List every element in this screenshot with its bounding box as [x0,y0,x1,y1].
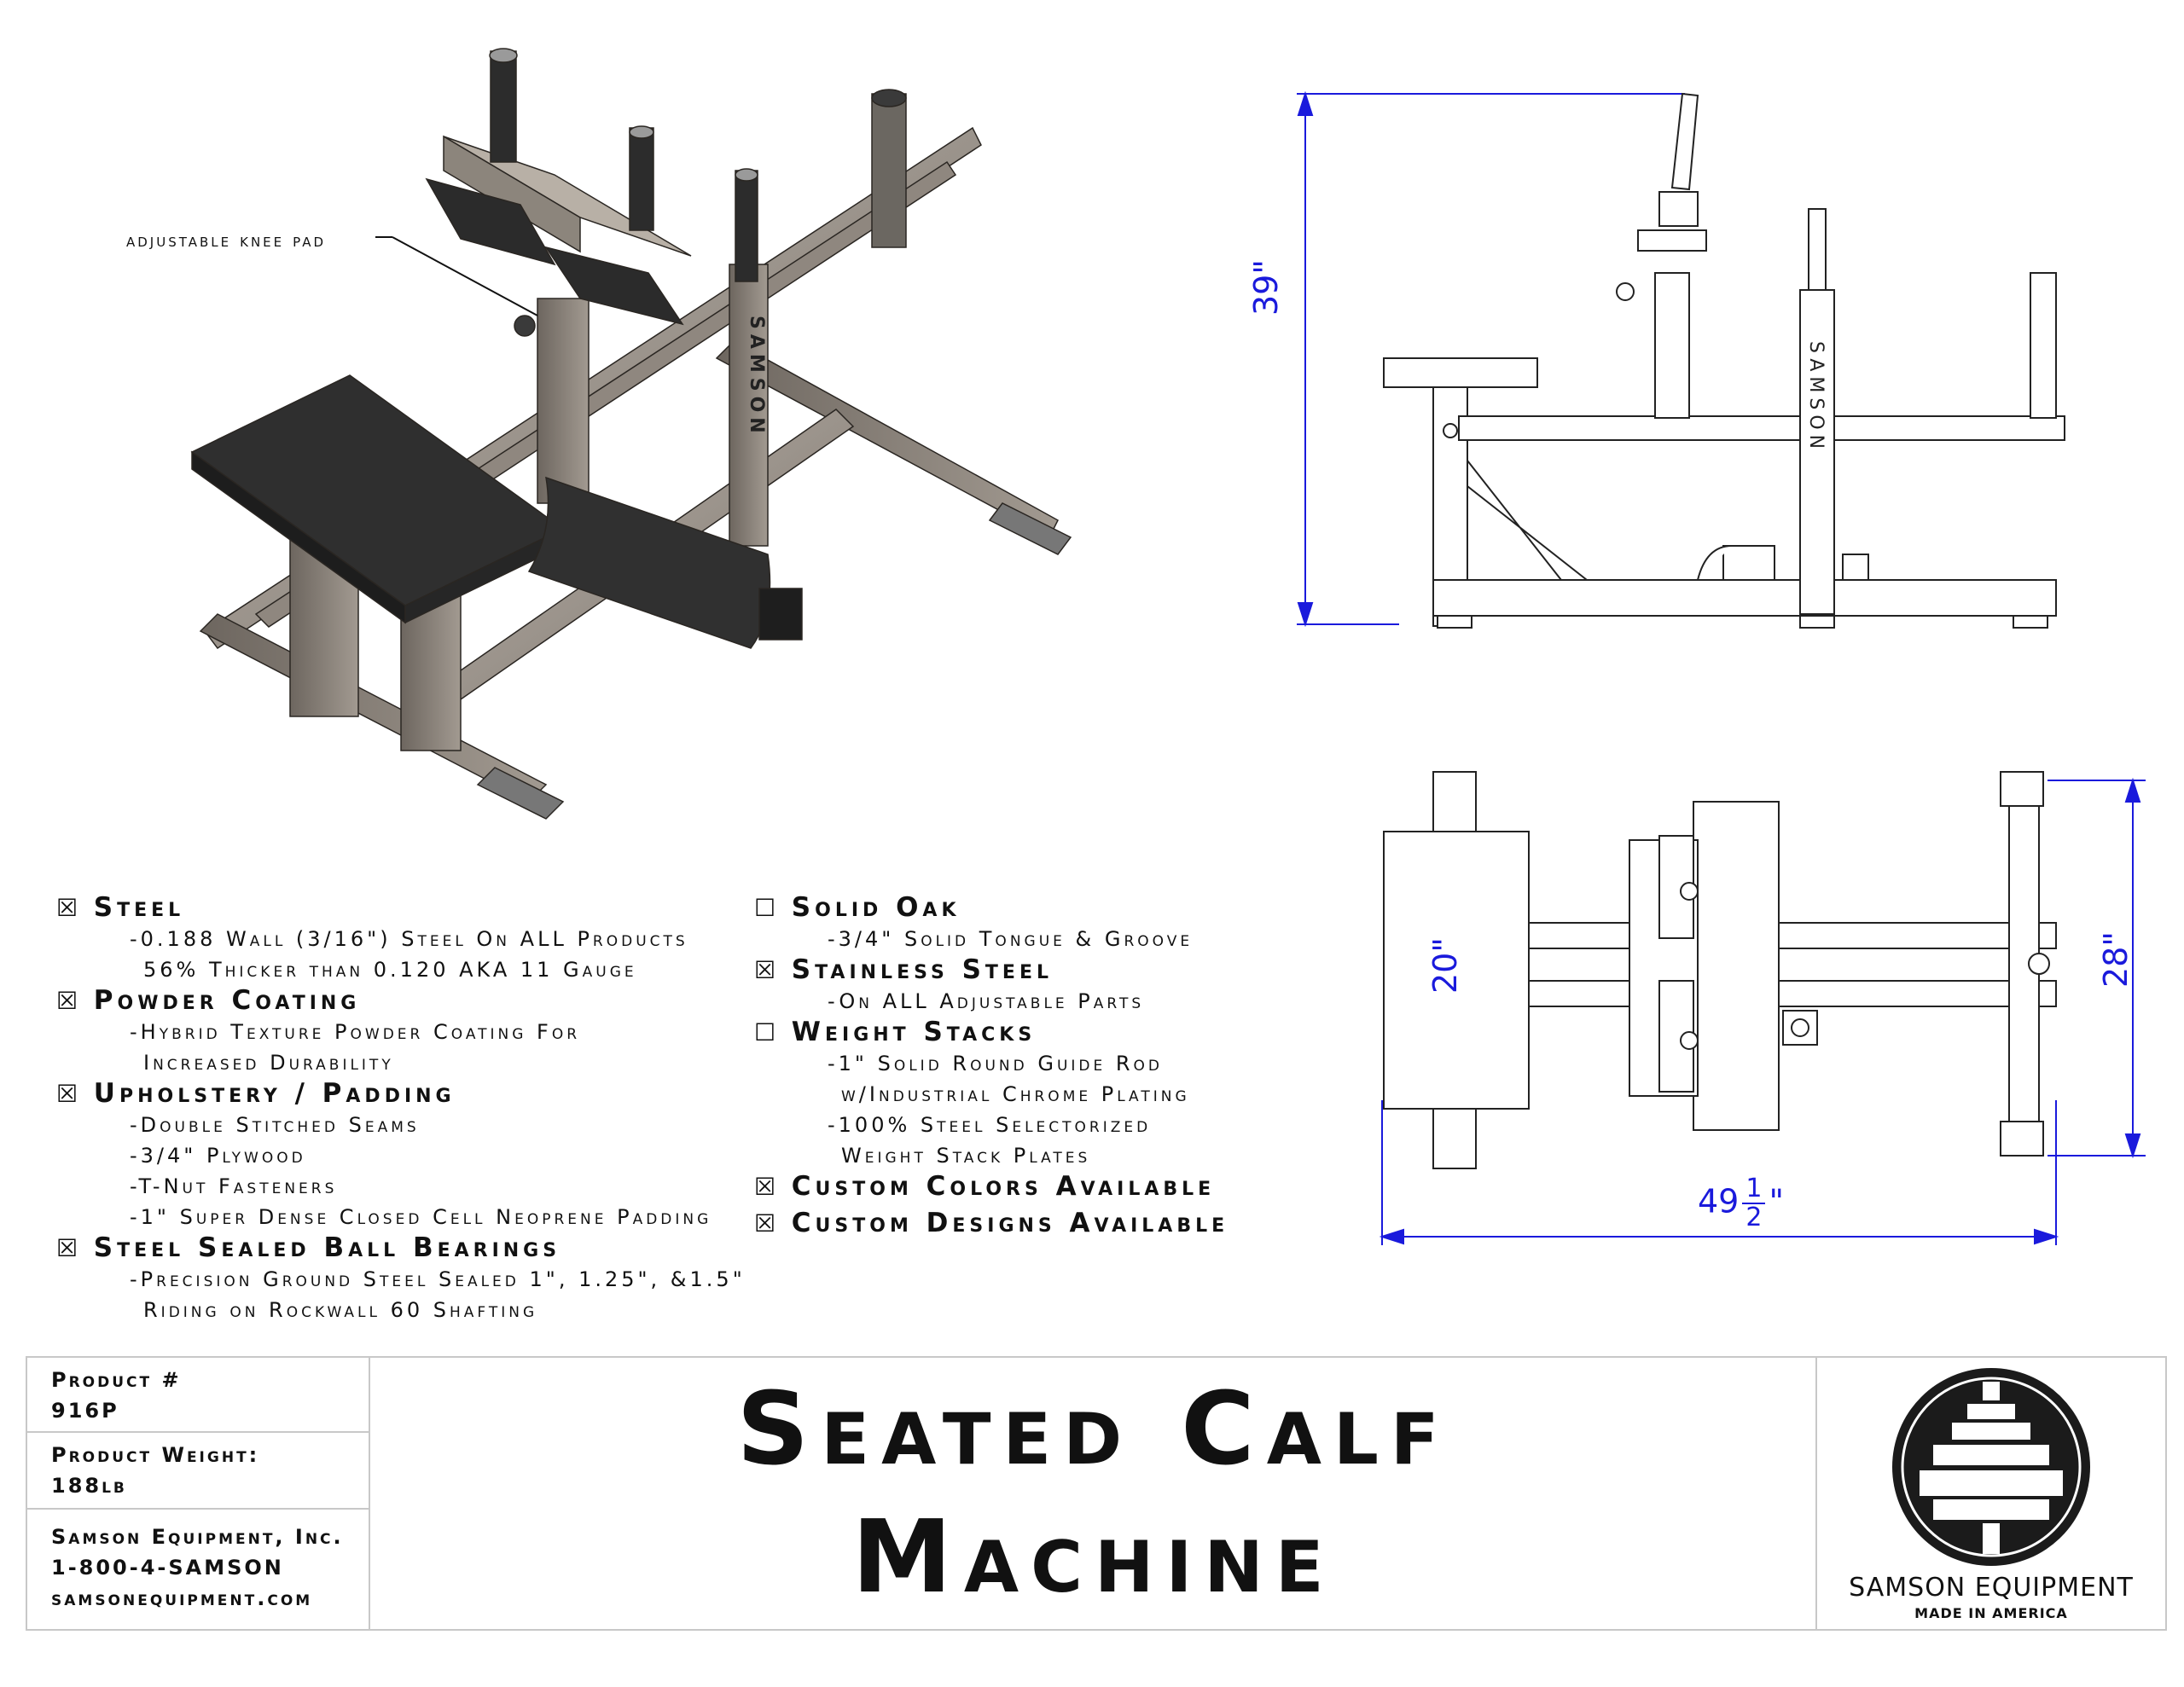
logo-cell: SAMSON EQUIPMENT MADE IN AMERICA [1815,1358,2165,1629]
spec-list-right: ☐ Solid Oak -3/4" Solid Tongue & Groove … [754,892,1300,1239]
product-weight-cell: Product Weight: 188lb [27,1433,369,1510]
width-dimension: 20" [1426,937,1464,994]
length-whole: 49 [1698,1182,1740,1220]
isometric-machine-render: SAMSON [190,48,1072,820]
checkbox-icon: ☐ [754,1018,781,1046]
knee-pad-callout: adjustable knee pad [126,230,326,252]
spec-upholstery: ☒ Upholstery / Padding -Double Stitched … [56,1078,773,1232]
spec-ball-bearings: ☒ Steel Sealed Ball Bearings -Precision … [56,1232,773,1325]
checkbox-icon: ☒ [754,956,781,984]
spec-line: -Hybrid Texture Powder Coating For [130,1020,581,1044]
spec-solid-oak: ☐ Solid Oak -3/4" Solid Tongue & Groove [754,892,1300,954]
spec-line: -T-Nut Fasteners [130,1174,338,1198]
company-name: Samson Equipment, Inc. [51,1525,344,1549]
spec-heading: Custom Designs Available [791,1208,1229,1238]
length-numerator: 1 [1742,1175,1766,1204]
spec-steel: ☒ Steel -0.188 Wall (3/16") Steel On ALL… [56,892,773,985]
product-weight-label: Product Weight: [51,1443,260,1467]
checkbox-icon: ☐ [754,894,781,922]
product-number-value: 916P [51,1399,119,1423]
title-block: Product # 916P Product Weight: 188lb Sam… [26,1356,2167,1631]
logo-tagline: MADE IN AMERICA [1914,1605,2068,1621]
spec-line: -Precision Ground Steel Sealed 1", 1.25"… [130,1267,746,1291]
spec-line: -Double Stitched Seams [130,1113,420,1137]
checkbox-icon: ☒ [56,894,83,922]
title-line-2: Machine [851,1498,1336,1615]
product-number-cell: Product # 916P [27,1358,369,1433]
length-dimension: 49 1 2 " [1698,1175,1784,1232]
spec-heading: Solid Oak [791,892,961,923]
spec-stainless-steel: ☒ Stainless Steel -On ALL Adjustable Par… [754,954,1300,1017]
top-plan-drawing [1379,771,2146,1245]
spec-line: -3/4" Solid Tongue & Groove [828,927,1194,951]
spec-heading: Weight Stacks [791,1017,1037,1047]
spec-line: -1" Super Dense Closed Cell Neoprene Pad… [130,1205,712,1229]
checkbox-icon: ☒ [56,987,83,1015]
title-line-1: Seated Calf [736,1370,1451,1487]
samson-logo-icon [1892,1368,2090,1566]
spec-line: Weight Stack Plates [841,1144,1091,1168]
spec-custom-colors: ☒ Custom Colors Available [754,1171,1300,1203]
spec-heading: Upholstery / Padding [93,1078,456,1109]
depth-dimension: 28" [2097,931,2135,988]
spec-line: w/Industrial Chrome Plating [841,1082,1190,1106]
checkbox-icon: ☒ [754,1173,781,1201]
height-dimension: 39" [1247,259,1285,316]
checkbox-icon: ☒ [754,1209,781,1238]
checkbox-icon: ☒ [56,1080,83,1108]
spec-list-left: ☒ Steel -0.188 Wall (3/16") Steel On ALL… [56,892,773,1325]
logo-name: SAMSON EQUIPMENT [1849,1573,2134,1603]
spec-heading: Steel [93,892,185,923]
product-weight-value: 188lb [51,1474,127,1498]
spec-line: -On ALL Adjustable Parts [828,989,1145,1013]
company-website: samsonequipment.com [51,1586,313,1610]
spec-line: 56% Thicker than 0.120 AKA 11 Gauge [143,958,637,982]
frame-brand-iso: SAMSON [746,316,767,438]
spec-line: Riding on Rockwall 60 Shafting [143,1298,538,1322]
spec-line: -100% Steel Selectorized [828,1113,1152,1137]
spec-line: Increased Durability [143,1051,394,1075]
spec-custom-designs: ☒ Custom Designs Available [754,1208,1300,1239]
company-cell: Samson Equipment, Inc. 1-800-4-SAMSON sa… [27,1510,369,1629]
spec-powder-coating: ☒ Powder Coating -Hybrid Texture Powder … [56,985,773,1078]
spec-line: -3/4" Plywood [130,1144,306,1168]
length-unit: " [1769,1182,1784,1220]
spec-heading: Powder Coating [93,985,361,1016]
title-block-info: Product # 916P Product Weight: 188lb Sam… [27,1358,370,1629]
product-number-label: Product # [51,1368,182,1392]
drawing-title: Seated Calf Machine [370,1358,1817,1629]
side-elevation-drawing: SAMSON [1297,90,2065,629]
frame-brand-side: SAMSON [1805,341,1827,454]
spec-heading: Stainless Steel [791,954,1053,985]
spec-heading: Steel Sealed Ball Bearings [93,1232,561,1263]
checkbox-icon: ☒ [56,1234,83,1262]
knee-pad-callout-text: adjustable knee pad [126,230,327,252]
company-phone: 1-800-4-SAMSON [51,1556,284,1580]
callout-leader-line [375,236,538,316]
spec-heading: Custom Colors Available [791,1171,1216,1202]
spec-line: -1" Solid Round Guide Rod [828,1052,1164,1075]
length-denominator: 2 [1745,1203,1763,1232]
spec-line: -0.188 Wall (3/16") Steel On ALL Product… [130,927,688,951]
spec-weight-stacks: ☐ Weight Stacks -1" Solid Round Guide Ro… [754,1017,1300,1171]
